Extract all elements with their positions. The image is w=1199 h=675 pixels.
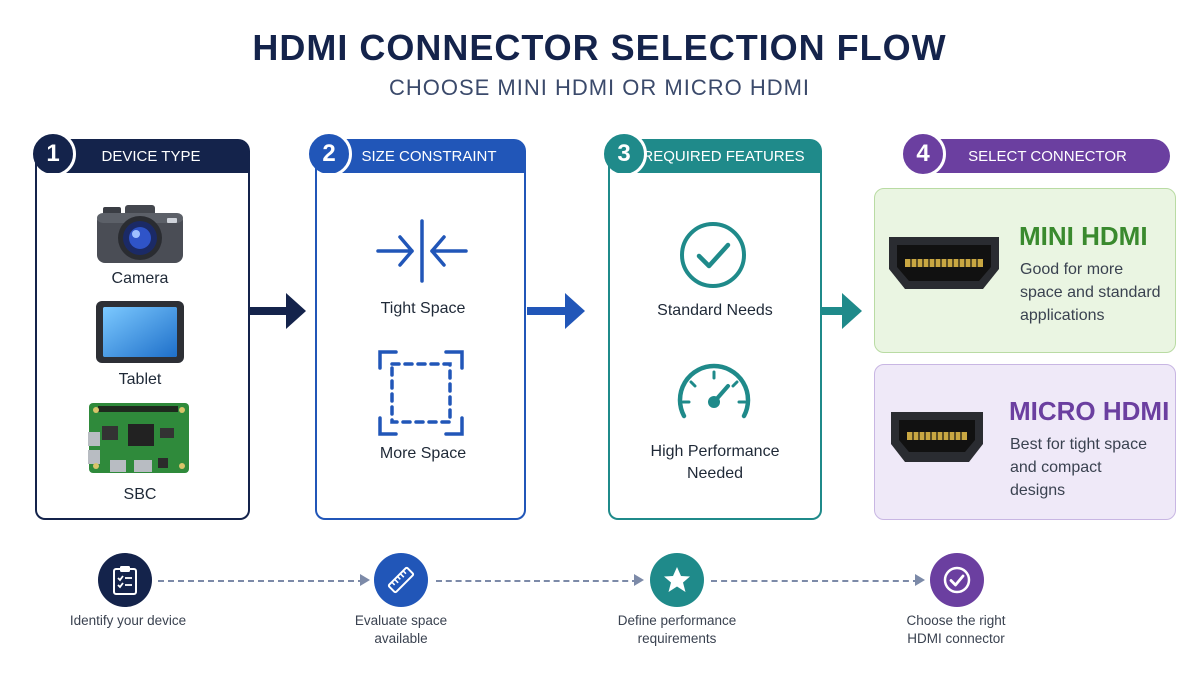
step-2-header: SIZE CONSTRAINT — [332, 139, 526, 173]
timeline-step-2-line1: Evaluate space — [354, 613, 448, 628]
timeline-step-2-badge — [374, 553, 428, 607]
star-icon — [664, 567, 690, 592]
result-mini-hdmi-desc-line2: space and standard — [1020, 284, 1161, 301]
feature-high-perf-line1: High Performance — [650, 443, 780, 460]
device-sbc-label: SBC — [123, 486, 157, 503]
device-tablet-label: Tablet — [118, 371, 162, 388]
timeline-step-3-badge — [650, 553, 704, 607]
feature-high-perf-label: High Performance Needed — [615, 441, 815, 485]
result-micro-hdmi-desc-line3: designs — [1010, 482, 1066, 499]
timeline-arrowhead-3-icon — [915, 574, 925, 586]
timeline-step-4-line1: Choose the right — [906, 613, 1006, 628]
dashed-square-icon — [378, 350, 464, 436]
device-camera-label: Camera — [111, 270, 169, 287]
flow-arrow-3-icon — [822, 293, 862, 329]
result-mini-hdmi-desc-line3: applications — [1020, 307, 1105, 324]
result-mini-hdmi-desc-line1: Good for more — [1020, 261, 1124, 278]
timeline-connector-3 — [711, 580, 919, 582]
micro-hdmi-port-icon — [891, 412, 983, 462]
result-micro-hdmi-title: MICRO HDMI — [1009, 396, 1170, 426]
timeline-arrowhead-2-icon — [634, 574, 644, 586]
timeline-step-1-line1: Identify your device — [69, 613, 187, 628]
timeline-step-2-line2: available — [374, 631, 428, 646]
sbc-board-icon — [88, 403, 189, 473]
timeline-step-3-label: Define performance requirements — [597, 612, 757, 648]
result-micro-hdmi-desc-line1: Best for tight space — [1010, 436, 1147, 453]
page-title: HDMI CONNECTOR SELECTION FLOW — [252, 27, 947, 68]
page-subtitle: CHOOSE MINI HDMI OR MICRO HDMI — [388, 75, 811, 100]
step-3-header-label: REQUIRED FEATURES — [642, 147, 805, 165]
result-mini-hdmi-title: MINI HDMI — [1019, 221, 1148, 251]
size-tight-label: Tight Space — [380, 300, 466, 317]
timeline-arrowhead-1-icon — [360, 574, 370, 586]
step-1-header: DEVICE TYPE — [52, 139, 250, 173]
timeline-step-1-label: Identify your device — [48, 612, 208, 630]
flow-arrow-2-icon — [527, 293, 585, 329]
clipboard-icon — [113, 566, 137, 595]
timeline-step-4-badge — [930, 553, 984, 607]
timeline-connector-2 — [436, 580, 638, 582]
timeline-step-4-label: Choose the right HDMI connector — [876, 612, 1036, 648]
feature-standard-label: Standard Needs — [657, 302, 773, 319]
check-icon — [943, 566, 971, 594]
step-3-header: REQUIRED FEATURES — [625, 139, 822, 173]
step-3-panel — [608, 173, 822, 520]
step-2-number: 2 — [306, 131, 352, 177]
timeline-connector-1 — [158, 580, 364, 582]
ruler-icon — [387, 566, 415, 594]
gauge-icon — [677, 363, 751, 419]
step-1-number: 1 — [30, 131, 76, 177]
timeline-step-4-line2: HDMI connector — [907, 631, 1005, 646]
mini-hdmi-port-icon — [889, 237, 999, 289]
result-mini-hdmi-desc: Good for more space and standard applica… — [1020, 258, 1172, 327]
compress-arrows-icon — [376, 219, 468, 283]
timeline-step-1-badge — [98, 553, 152, 607]
check-circle-icon — [680, 222, 746, 288]
timeline-step-3-line1: Define performance — [617, 613, 737, 628]
result-micro-hdmi-desc-line2: and compact — [1010, 459, 1102, 476]
camera-icon — [97, 205, 183, 263]
timeline-step-2-label: Evaluate space available — [321, 612, 481, 648]
timeline-step-3-line2: requirements — [637, 631, 717, 646]
size-more-label: More Space — [379, 445, 467, 462]
step-4-header-label: SELECT CONNECTOR — [968, 147, 1127, 165]
tablet-icon — [96, 301, 184, 363]
flow-arrow-1-icon — [250, 293, 306, 329]
feature-high-perf-line2: Needed — [686, 465, 744, 482]
step-1-header-label: DEVICE TYPE — [101, 147, 201, 165]
step-2-header-label: SIZE CONSTRAINT — [361, 147, 497, 165]
step-4-number: 4 — [900, 131, 946, 177]
result-micro-hdmi-desc: Best for tight space and compact designs — [1010, 433, 1172, 502]
step-4-header: SELECT CONNECTOR — [925, 139, 1170, 173]
